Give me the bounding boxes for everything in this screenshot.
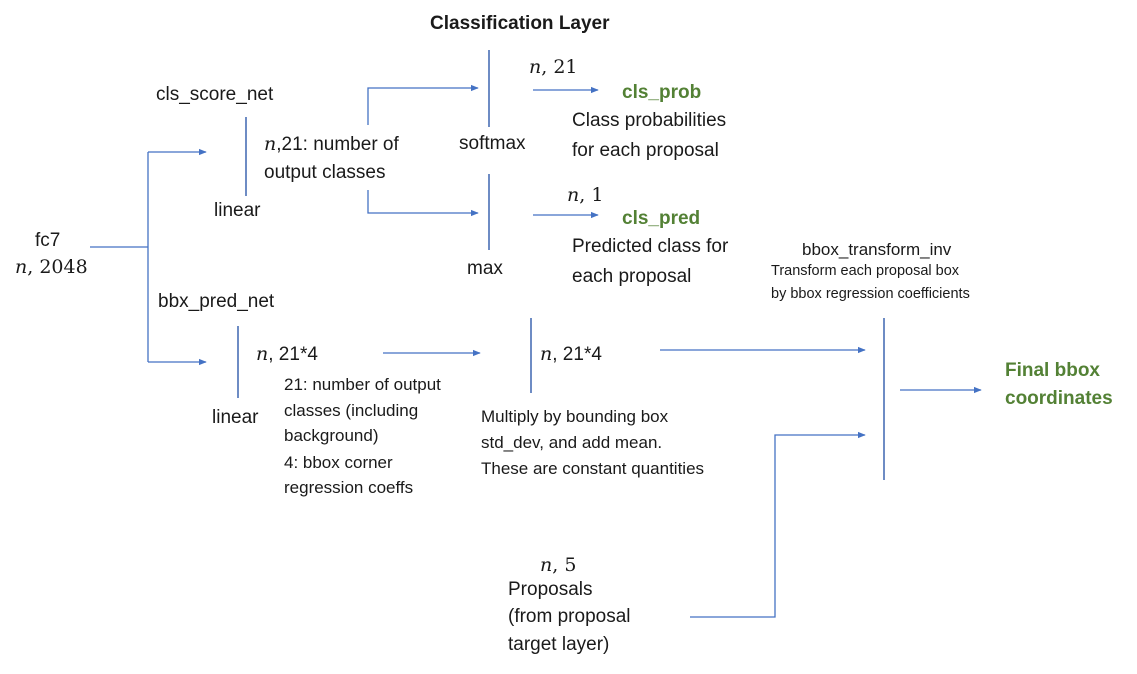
bbox-transform-desc-2: by bbox regression coefficients <box>771 286 970 302</box>
bbx-linear-note-1: 21: number of output <box>284 375 441 394</box>
std-mean-note-3: These are constant quantities <box>481 459 705 478</box>
bbx-linear-note-5: regression coeffs <box>284 478 414 497</box>
bbox-transform-desc-1: Transform each proposal box <box>771 263 960 279</box>
arrow-to-max <box>367 190 479 217</box>
cls-linear-dim: n,21: number of <box>264 133 399 155</box>
diagram-title: Classification Layer <box>430 13 610 34</box>
arrow-proposals-to-transform <box>690 431 866 618</box>
proposals-line-3: target layer) <box>508 634 610 655</box>
cls-score-net-label: cls_score_net <box>156 84 274 105</box>
cls-linear-label: linear <box>214 200 261 221</box>
std-mean-note-2: std_dev, and add mean. <box>481 433 663 452</box>
bbx-linear-note-4: 4: bbox corner <box>284 453 393 472</box>
cls-pred-desc-2: each proposal <box>572 266 692 287</box>
softmax-dim: n, 21 <box>529 56 578 78</box>
cls-pred-output: cls_pred <box>622 208 701 229</box>
final-bbox-output-2: coordinates <box>1005 388 1113 409</box>
fc7-label: fc7 <box>35 230 61 251</box>
bbx-linear-note-3: background) <box>284 426 379 445</box>
bbox-transform-label: bbox_transform_inv <box>802 240 952 259</box>
max-dim: n, 1 <box>567 184 604 206</box>
proposals-line-2: (from proposal <box>508 606 631 627</box>
cls-prob-output: cls_prob <box>622 82 702 103</box>
bbx-linear-note-2: classes (including <box>284 401 419 420</box>
final-bbox-output-1: Final bbox <box>1005 360 1100 381</box>
cls-linear-dim-cont: output classes <box>264 162 386 183</box>
arrow-to-softmax <box>367 84 479 125</box>
bbx-linear-dim: n, 21*4 <box>256 343 318 365</box>
fc7-dim: n, 2048 <box>15 256 88 278</box>
std-mean-note-1: Multiply by bounding box <box>481 407 669 426</box>
cls-prob-desc-1: Class probabilities <box>572 110 727 131</box>
cls-prob-desc-2: for each proposal <box>572 140 719 161</box>
softmax-label: softmax <box>459 133 526 154</box>
bbx-pred-net-label: bbx_pred_net <box>158 291 275 312</box>
max-label: max <box>467 258 503 279</box>
proposals-dim: n, 5 <box>540 554 577 576</box>
proposals-line-1: Proposals <box>508 579 593 600</box>
std-mean-dim: n, 21*4 <box>540 343 602 365</box>
cls-pred-desc-1: Predicted class for <box>572 236 729 257</box>
bbx-linear-label: linear <box>212 407 259 428</box>
